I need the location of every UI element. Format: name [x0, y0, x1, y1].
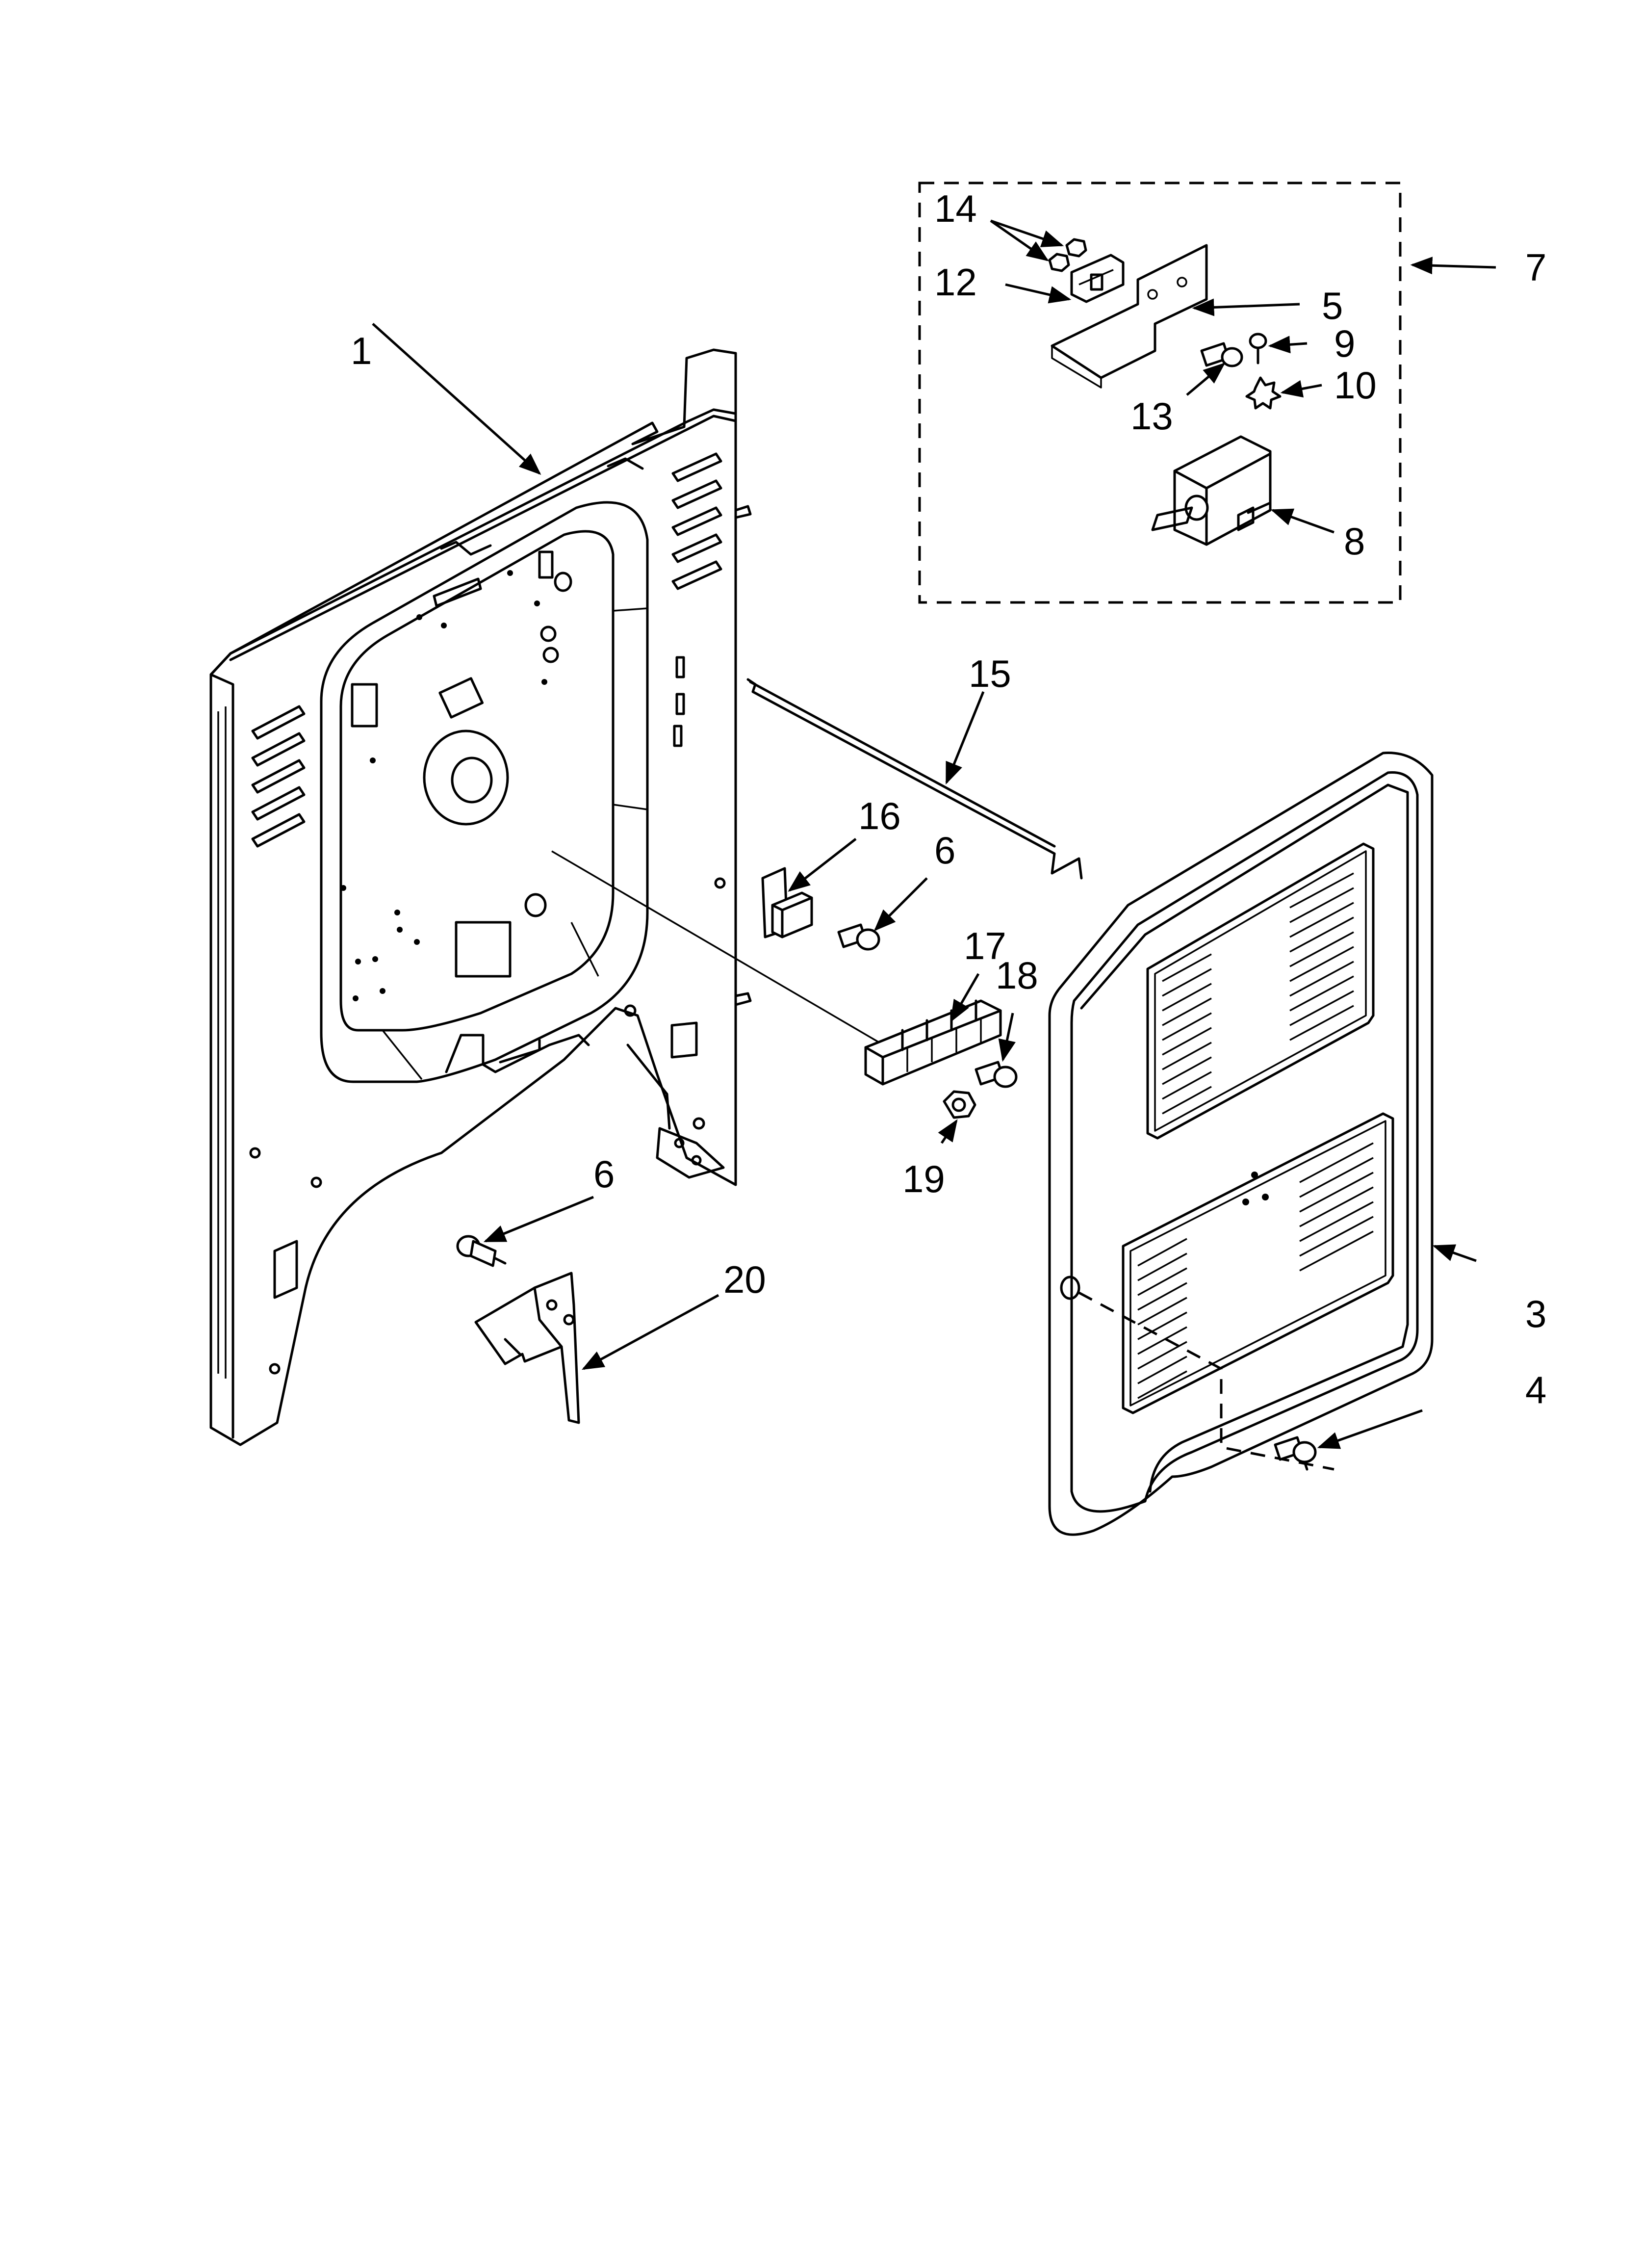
- callout-8: 8: [1344, 520, 1365, 563]
- leader-3: [1432, 1244, 1477, 1262]
- leader-9: [1268, 336, 1308, 354]
- panel-louvers-top-right: [671, 452, 722, 590]
- leader-5: [1192, 298, 1300, 316]
- callout-15: 15: [969, 652, 1011, 695]
- callout-6-lower: 6: [593, 1152, 615, 1196]
- callout-13: 13: [1130, 394, 1173, 438]
- screw-part-4: [1274, 1436, 1317, 1471]
- rear-panel-part-1: [209, 348, 888, 1446]
- leader-16: [788, 838, 857, 892]
- leader-14-b: [990, 219, 1049, 261]
- callout-3: 3: [1525, 1292, 1546, 1335]
- callout-1: 1: [351, 329, 372, 372]
- cover-upper-louvers: [1162, 872, 1354, 1115]
- callout-5: 5: [1322, 284, 1343, 327]
- nut-part-19: [943, 1090, 976, 1119]
- callout-9: 9: [1334, 322, 1355, 365]
- screw-part-18: [975, 1061, 1018, 1088]
- leader-8: [1270, 508, 1334, 534]
- callout-labels: 1 3 4 5 6 6 7 8 9 10 12 13 14 15 16 17 1…: [351, 187, 1546, 1411]
- assembly-7-dashed-box: [918, 182, 1402, 604]
- callout-12: 12: [934, 261, 977, 304]
- leader-18: [998, 1013, 1016, 1062]
- leader-17: [950, 973, 980, 1022]
- callout-4: 4: [1525, 1368, 1546, 1411]
- callout-10: 10: [1334, 364, 1377, 407]
- callout-20: 20: [723, 1258, 766, 1301]
- leader-20: [582, 1294, 719, 1370]
- leader-4: [1317, 1409, 1423, 1449]
- bracket-part-20: [474, 1272, 580, 1424]
- washer-part-10: [1245, 376, 1282, 410]
- cover-lower-louvers: [1137, 1142, 1374, 1399]
- screw-part-6-upper: [837, 923, 880, 951]
- callout-18: 18: [996, 954, 1038, 997]
- screw-part-13: [1200, 342, 1243, 367]
- cover-panel-part-3: [1048, 752, 1434, 1536]
- leader-13: [1186, 363, 1226, 396]
- panel-louvers-left: [251, 705, 306, 848]
- callout-17: 17: [964, 924, 1006, 967]
- callout-14: 14: [934, 187, 977, 230]
- leader-1: [372, 323, 541, 475]
- leader-lines: [372, 219, 1496, 1449]
- screw-part-9: [1249, 333, 1267, 365]
- callout-19: 19: [902, 1157, 945, 1200]
- leader-7: [1410, 257, 1496, 275]
- callout-7: 7: [1525, 246, 1546, 289]
- nut-part-14-a: [1065, 238, 1087, 258]
- leader-14-a: [990, 219, 1064, 247]
- screw-part-6-lower: [456, 1235, 507, 1267]
- leader-6-lower: [483, 1196, 594, 1243]
- leader-10: [1280, 380, 1322, 398]
- nut-part-14-b: [1048, 253, 1070, 272]
- leader-19: [938, 1119, 958, 1144]
- callout-16: 16: [858, 794, 901, 837]
- igniter-part-8: [1151, 435, 1272, 546]
- leader-15: [945, 691, 985, 785]
- callout-6-upper: 6: [934, 829, 955, 872]
- leader-6-upper: [873, 877, 928, 932]
- rod-part-15: [746, 678, 1083, 880]
- clip-part-16: [761, 867, 813, 938]
- bracket-part-5: [1051, 244, 1208, 379]
- switch-part-12: [1070, 254, 1125, 303]
- ignition-assembly-part-7: [918, 182, 1402, 604]
- leader-12: [1005, 283, 1072, 304]
